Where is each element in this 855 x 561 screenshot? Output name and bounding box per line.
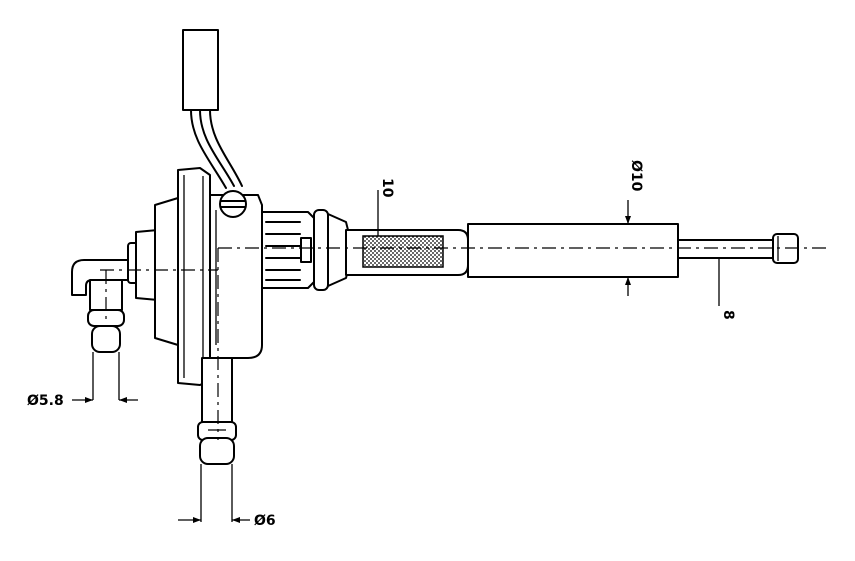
tip-length-label: 8 bbox=[720, 310, 736, 320]
filter-section bbox=[345, 229, 469, 276]
wire-3 bbox=[209, 109, 243, 187]
wire-1 bbox=[190, 109, 227, 189]
wire-2 bbox=[199, 109, 235, 187]
outlet-hose-tip bbox=[91, 325, 121, 353]
mounting-flange bbox=[177, 167, 211, 386]
dimension-inlet-diameter: Ø6 bbox=[178, 513, 276, 529]
outlet-dim-arrow-right bbox=[119, 397, 127, 403]
knurled-coupling bbox=[261, 209, 351, 291]
outlet-diameter-label: Ø5.8 bbox=[27, 393, 64, 409]
inlet-dim-arrow-right bbox=[232, 517, 240, 523]
outlet-elbow-pipe bbox=[71, 259, 136, 400]
sleeve-body bbox=[467, 223, 679, 278]
center-lines bbox=[100, 247, 828, 440]
power-cable bbox=[182, 29, 243, 189]
inlet-dim-arrow-left bbox=[193, 517, 201, 523]
cable-sheath bbox=[182, 29, 219, 111]
coupling-pin bbox=[300, 237, 312, 263]
dimension-sleeve-diameter: Ø10 bbox=[625, 160, 644, 296]
tip-rod-shaft bbox=[677, 239, 774, 259]
filter-length-label: 10 bbox=[379, 178, 395, 198]
inlet-diameter-label: Ø6 bbox=[254, 513, 276, 529]
sleeve-diameter-label: Ø10 bbox=[628, 160, 644, 192]
inlet-nozzle bbox=[201, 357, 233, 423]
pump-rear-flanges bbox=[127, 167, 211, 386]
collar-ring bbox=[313, 209, 329, 291]
dimension-outlet-diameter: Ø5.8 bbox=[27, 393, 138, 409]
filter-mesh bbox=[362, 235, 444, 268]
dimension-tip: 8 bbox=[718, 258, 736, 320]
sleeve-dim-arrow-top bbox=[625, 216, 631, 224]
inner-flange bbox=[154, 197, 179, 346]
tip-rod bbox=[677, 233, 799, 264]
outlet-dim-arrow-left bbox=[85, 397, 93, 403]
dimension-filter: 10 bbox=[377, 178, 395, 236]
inlet-pipe bbox=[197, 357, 237, 522]
terminal-screw bbox=[219, 190, 247, 218]
sleeve-dim-arrow-bottom bbox=[625, 277, 631, 285]
inlet-hose-tip bbox=[199, 437, 235, 465]
